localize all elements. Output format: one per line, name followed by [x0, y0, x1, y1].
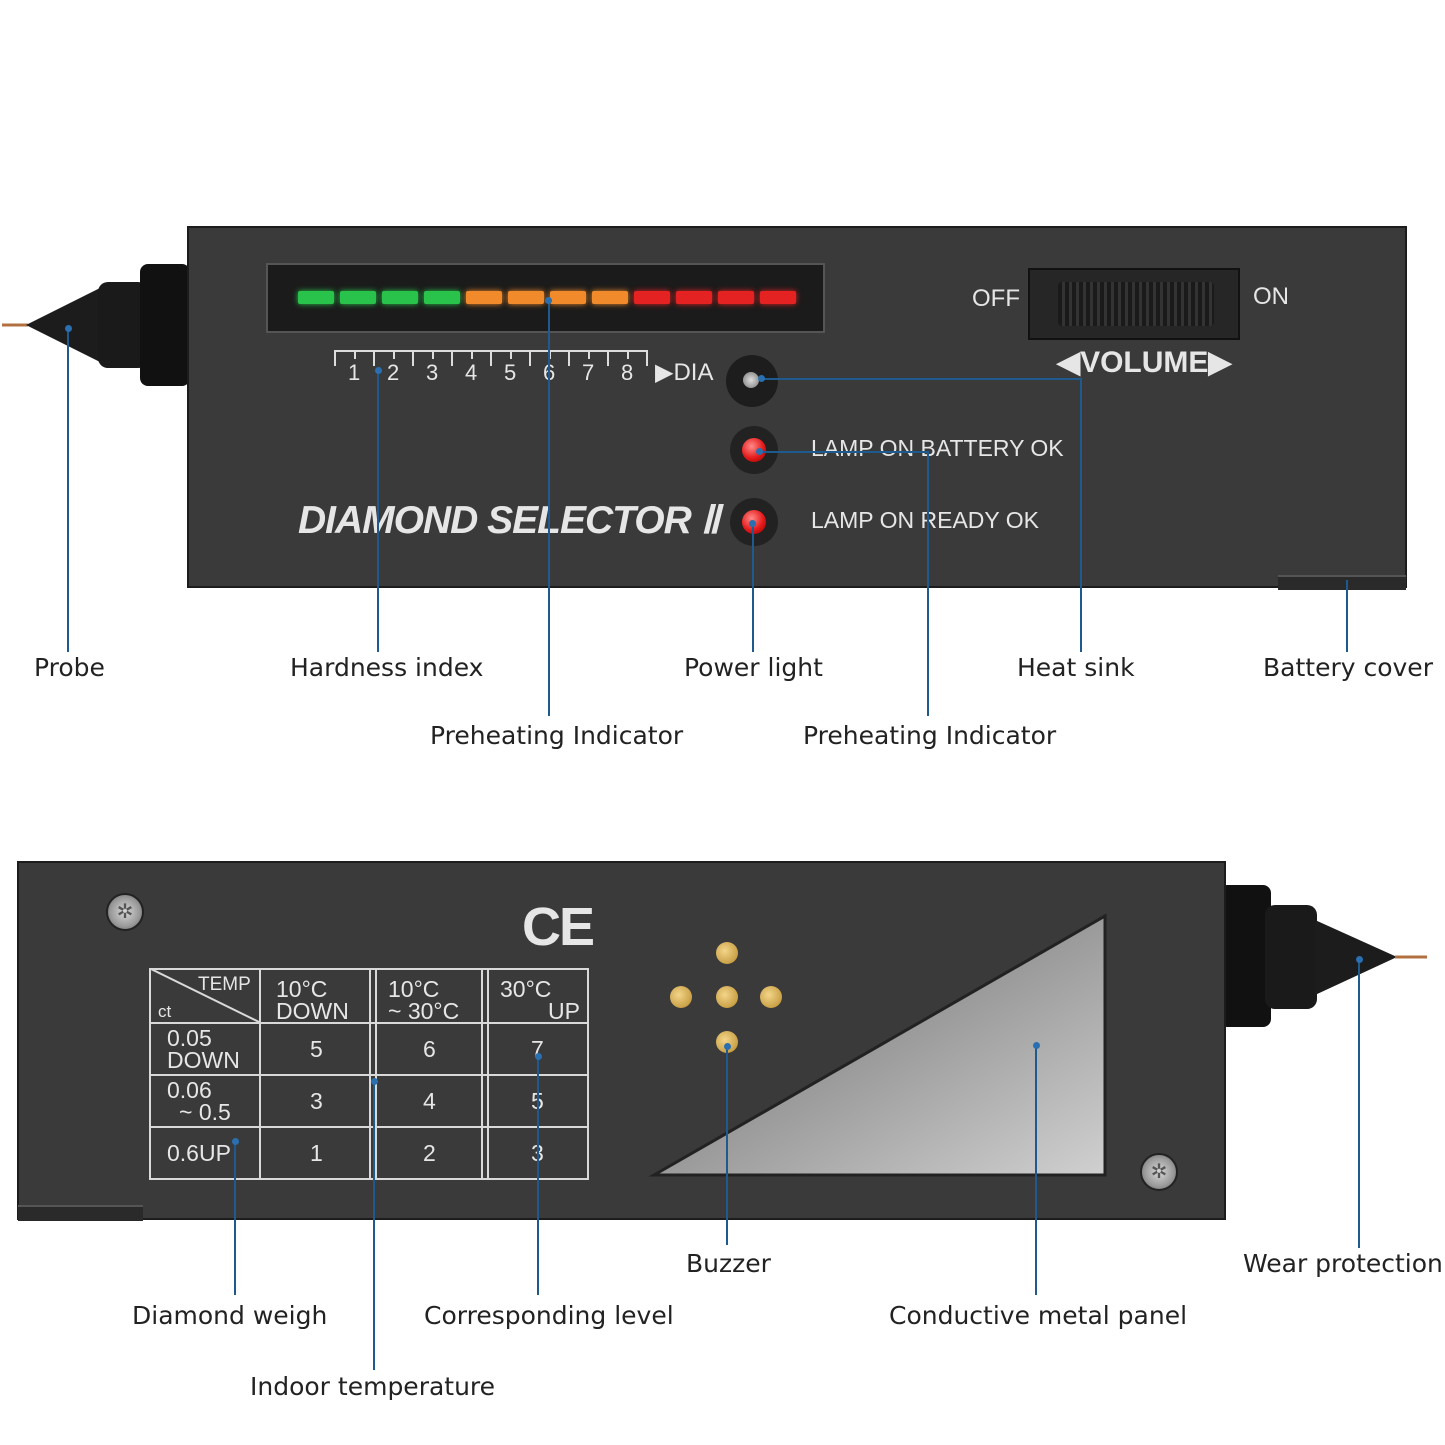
label-preheating-indicator-1: Preheating Indicator	[430, 721, 684, 750]
label-hardness-index: Hardness index	[290, 653, 484, 682]
scale-number: 8	[621, 360, 634, 385]
scale-tick	[353, 350, 356, 359]
ce-mark: CE	[522, 897, 595, 957]
scale-tick	[412, 350, 414, 366]
buzzer-hole	[716, 986, 738, 1008]
scale-number: 5	[504, 360, 517, 385]
scale-tick	[607, 350, 609, 366]
scale-tick	[431, 350, 434, 359]
battery-cover	[1278, 575, 1406, 590]
scale-number: 1	[348, 360, 361, 385]
scale-number: 2	[387, 360, 400, 385]
scale-tick	[568, 350, 570, 366]
scale-tick	[392, 350, 395, 359]
label-probe: Probe	[34, 653, 105, 682]
led-segment	[298, 291, 334, 304]
scale-number: 4	[465, 360, 478, 385]
label-battery-cover: Battery cover	[1263, 653, 1433, 682]
scale-tick	[373, 350, 375, 366]
table-cell: 6	[423, 1036, 436, 1062]
led-segment	[760, 291, 796, 304]
scale-tick	[470, 350, 473, 359]
scale-tick	[529, 350, 531, 366]
preheating-lamp	[730, 426, 778, 474]
led-segment	[634, 291, 670, 304]
scale-tick	[334, 350, 336, 366]
table-cell: 3	[310, 1088, 323, 1114]
label-heat-sink: Heat sink	[1017, 653, 1135, 682]
back-probe	[1219, 885, 1427, 1027]
table-cell: 2	[423, 1140, 436, 1166]
scale-tick	[587, 350, 590, 359]
led-segment	[676, 291, 712, 304]
row-header-2: 0.06~ 0.5	[167, 1077, 231, 1125]
lamp-ready-text: LAMP ON READY OK	[811, 507, 1039, 533]
volume-label: ◀VOLUME▶	[1057, 346, 1232, 379]
label-indoor-temperature: Indoor temperature	[250, 1372, 496, 1401]
volume-switch[interactable]	[1028, 268, 1240, 340]
buzzer-hole	[670, 986, 692, 1008]
label-diamond-weigh: Diamond weigh	[132, 1301, 328, 1330]
table-corner-ct: ct	[158, 1002, 172, 1021]
buzzer-hole	[716, 942, 738, 964]
table-cell: 1	[310, 1140, 323, 1166]
table-corner-temp: TEMP	[198, 974, 251, 995]
led-segment	[508, 291, 544, 304]
buzzer-hole	[716, 1031, 738, 1053]
led-segment	[592, 291, 628, 304]
led-segment	[718, 291, 754, 304]
label-corresponding-level: Corresponding level	[424, 1301, 674, 1330]
switch-on-label: ON	[1253, 283, 1289, 310]
table-cell: 4	[423, 1088, 436, 1114]
label-preheating-indicator-2: Preheating Indicator	[803, 721, 1057, 750]
conductive-metal-panel	[648, 913, 1107, 1177]
buzzer-hole	[760, 986, 782, 1008]
led-segment	[340, 291, 376, 304]
led-segment	[424, 291, 460, 304]
scale-number: 3	[426, 360, 439, 385]
scale-tick	[490, 350, 492, 366]
lamp-battery-text: LAMP ON BATTERY OK	[811, 435, 1064, 461]
scale-dia-label: ▶DIA	[655, 359, 714, 386]
led-segment	[550, 291, 586, 304]
back-edge	[18, 1205, 143, 1221]
table-cell: 5	[310, 1036, 323, 1062]
scale-tick	[646, 350, 648, 366]
screw-top-left	[106, 893, 144, 931]
power-lamp	[730, 498, 778, 546]
scale-tick	[509, 350, 512, 359]
scale-number: 7	[582, 360, 595, 385]
switch-off-label: OFF	[972, 285, 1020, 312]
brand-title: DIAMOND SELECTOR Ⅱ	[298, 499, 720, 542]
label-conductive-metal-panel: Conductive metal panel	[889, 1301, 1188, 1330]
front-probe	[2, 264, 190, 386]
heat-sink	[726, 355, 778, 407]
led-segment	[382, 291, 418, 304]
scale-tick	[451, 350, 453, 366]
led-segment	[466, 291, 502, 304]
label-wear-protection: Wear protection	[1243, 1249, 1443, 1278]
scale-tick	[626, 350, 629, 359]
label-buzzer: Buzzer	[686, 1249, 771, 1278]
col-header-2: 10°C~ 30°C	[388, 976, 460, 1024]
row-header-3: 0.6UP	[167, 1140, 231, 1166]
label-power-light: Power light	[684, 653, 823, 682]
screw-bottom-right	[1140, 1153, 1178, 1191]
